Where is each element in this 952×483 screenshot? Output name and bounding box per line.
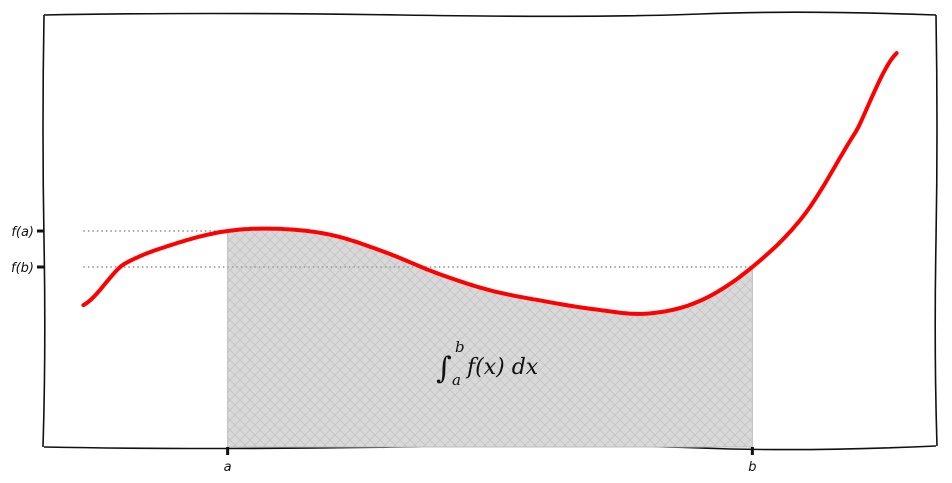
integral-label: ∫ b a f(x) dx [436,338,539,389]
integral-expression: f(x) dx [465,355,539,380]
y-tick-fa: f(a) [11,225,44,240]
integral-sign: ∫ [436,351,452,386]
integral-lower-limit: a [452,371,461,389]
integral-upper-limit: b [455,338,465,356]
function-curve [81,51,899,316]
y-tick-label-fa: f(a) [11,225,34,240]
integral-shaded-area [227,228,753,448]
y-tick-label-fb: f(b) [11,261,34,276]
reference-lines [83,230,753,268]
y-tick-fb: f(b) [11,261,44,276]
x-tick-b: b [748,447,756,475]
x-tick-label-a: a [224,460,232,475]
x-tick-label-b: b [748,460,756,475]
x-tick-a: a [224,447,232,475]
